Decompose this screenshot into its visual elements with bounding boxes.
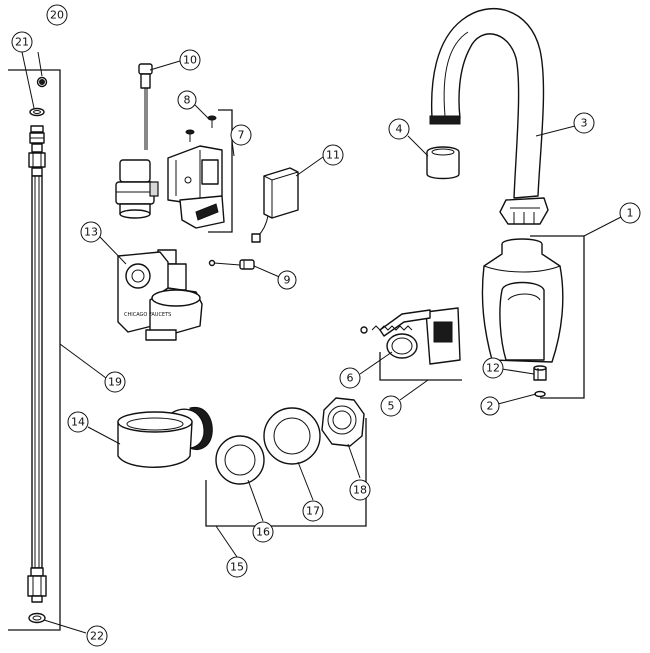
- svg-text:16: 16: [256, 526, 270, 539]
- callout-8: 8: [177, 90, 197, 110]
- svg-text:22: 22: [90, 630, 104, 643]
- hose-bracket: [8, 69, 61, 631]
- callout-3: 3: [573, 112, 595, 134]
- part-14-mounting-flange: [117, 406, 213, 468]
- svg-text:19: 19: [108, 376, 122, 389]
- callout-9: 9: [277, 270, 297, 290]
- bracket-15: [205, 418, 367, 527]
- part-6-lens-ring: [386, 333, 418, 359]
- svg-text:5: 5: [388, 400, 395, 413]
- svg-text:4: 4: [396, 123, 403, 136]
- svg-text:11: 11: [326, 149, 340, 162]
- part-1-body-housing: [481, 238, 564, 363]
- valve-marking-text: CHICAGO FAUCETS: [124, 312, 171, 318]
- svg-text:21: 21: [15, 36, 29, 49]
- svg-text:2: 2: [487, 400, 494, 413]
- svg-text:7: 7: [238, 129, 245, 142]
- callout-5: 5: [380, 395, 402, 417]
- svg-text:8: 8: [184, 94, 191, 107]
- svg-text:6: 6: [347, 372, 354, 385]
- svg-text:20: 20: [50, 9, 64, 22]
- svg-text:18: 18: [353, 484, 367, 497]
- part-9-connector: [208, 259, 255, 270]
- svg-text:1: 1: [627, 207, 634, 220]
- callout-10: 10: [179, 49, 201, 71]
- part-17-washer: [263, 407, 321, 465]
- callout-11: 11: [322, 144, 344, 166]
- part-22-washer: [28, 612, 46, 624]
- callout-12: 12: [482, 357, 504, 379]
- callout-21: 21: [11, 31, 33, 53]
- callout-13: 13: [80, 221, 102, 243]
- part-20-cap: [36, 76, 48, 88]
- bracket-5: [379, 352, 462, 381]
- callout-4: 4: [388, 118, 410, 140]
- callout-16: 16: [252, 521, 274, 543]
- part-13-valve-body: CHICAGO FAUCETS: [117, 249, 203, 341]
- solenoid-coil: [115, 159, 159, 219]
- callout-6: 6: [339, 367, 361, 389]
- callout-17: 17: [302, 500, 324, 522]
- svg-text:10: 10: [183, 54, 197, 67]
- callout-1: 1: [619, 202, 641, 224]
- svg-text:14: 14: [71, 416, 85, 429]
- callout-7: 7: [230, 124, 252, 146]
- part-16-gasket: [215, 435, 265, 485]
- part-21-washer: [29, 107, 45, 117]
- callout-20: 20: [46, 4, 68, 26]
- part-2-oring: [534, 390, 546, 398]
- part-3-gooseneck-spout: [429, 7, 549, 225]
- callout-2: 2: [480, 396, 500, 416]
- svg-text:15: 15: [230, 561, 244, 574]
- assembly-brackets: [8, 69, 585, 631]
- callout-15: 15: [226, 556, 248, 578]
- part-18-locknut: [321, 397, 365, 447]
- part-4-aerator: [426, 146, 460, 180]
- leader-lines: [21, 51, 622, 634]
- part-10-sensor-cable: [138, 63, 153, 150]
- svg-text:17: 17: [306, 505, 320, 518]
- part-8-screws: [185, 115, 217, 142]
- svg-text:12: 12: [486, 362, 500, 375]
- callout-14: 14: [67, 411, 89, 433]
- callout-22: 22: [86, 625, 108, 647]
- part-7-bracket: [167, 145, 225, 229]
- callout-19: 19: [104, 371, 126, 393]
- part-12-plug: [533, 365, 547, 381]
- bracket-1: [530, 235, 585, 399]
- part-5-sensor-plate: [360, 307, 461, 365]
- svg-text:13: 13: [84, 226, 98, 239]
- svg-text:9: 9: [284, 274, 291, 287]
- svg-text:3: 3: [581, 117, 588, 130]
- part-11-battery-pack: [251, 167, 299, 243]
- callout-18: 18: [349, 479, 371, 501]
- bracket-7: [208, 109, 233, 233]
- part-19-supply-hose: [27, 125, 47, 603]
